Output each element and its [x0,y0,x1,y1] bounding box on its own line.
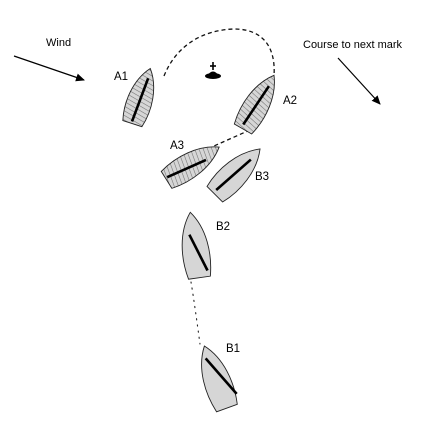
wind-label: Wind [46,37,71,49]
boat-a2-hull [233,74,275,135]
boat-b2-sail [188,234,209,272]
boat-a2 [233,74,275,135]
boat-b2 [181,211,212,280]
boat-a2-sail [242,85,270,126]
course-label: Course to next mark [303,39,403,51]
boat-a2-label: A2 [283,95,297,107]
boat-a1 [122,67,155,128]
course-indicator: Course to next mark [303,39,403,105]
boat-a3-sail [166,158,207,179]
boat-b1-label: B1 [226,343,240,355]
trail-a [213,129,251,147]
boat-b2-label: B2 [216,221,230,233]
boat-a3 [160,146,220,189]
trail-b [190,281,201,345]
boat-b3-label: B3 [255,171,269,183]
boat-a1-sail [130,77,150,122]
race-mark-icon [205,62,221,79]
wind-arrow-icon [13,55,85,82]
wind-indicator: Wind [13,37,85,82]
boat-a1-label: A1 [114,71,128,83]
rounding-track [163,28,275,77]
boat-b3-sail [215,158,252,191]
boat-b1-sail [204,357,238,395]
boat-b3 [206,148,261,203]
course-arrow-icon [337,57,381,105]
boat-a3-label: A3 [170,140,184,152]
boat-b1 [201,345,238,413]
